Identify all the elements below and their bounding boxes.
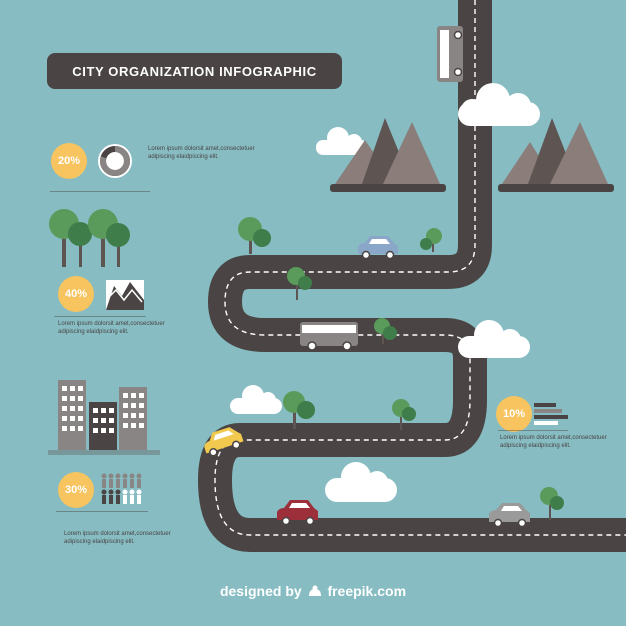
- mountain-icon: [498, 118, 614, 192]
- attribution: designed by freepik.com: [0, 583, 626, 599]
- car-icon: [489, 503, 530, 528]
- donut-chart-icon: [98, 144, 132, 178]
- divider: [498, 430, 568, 431]
- tree-icon: [420, 228, 442, 252]
- tree-icon: [287, 267, 312, 300]
- freepik-logo-icon: [308, 585, 321, 596]
- attribution-brand[interactable]: freepik.com: [327, 583, 407, 599]
- stat-description: Lorem ipsum dolorsit amet,consectetuer a…: [500, 435, 607, 449]
- mountain-icon: [330, 118, 446, 192]
- tree-icon: [283, 391, 315, 429]
- cloud-icon: [230, 385, 282, 414]
- trees-icon: [49, 209, 130, 267]
- stat-badge-10: 10%: [496, 396, 532, 432]
- stat-badge-40: 40%: [58, 276, 94, 312]
- cloud-icon: [316, 127, 368, 155]
- mountain-chart-icon: [106, 280, 144, 310]
- car-icon: [204, 427, 244, 457]
- stat-description: Lorem ipsum dolorsit amet,consectetuer a…: [58, 321, 165, 335]
- bar-chart-icon: [534, 403, 568, 425]
- cloud-icon: [458, 320, 530, 358]
- stat-description: Lorem ipsum dolorsit amet,consectetuer a…: [148, 146, 255, 160]
- divider: [50, 191, 150, 192]
- people-icon: [101, 473, 142, 504]
- stat-description: Lorem ipsum dolorsit amet,consectetuer a…: [64, 531, 171, 545]
- cloud-icon: [458, 83, 540, 126]
- tree-icon: [540, 487, 564, 520]
- bus-icon: [300, 322, 358, 351]
- buildings-icon: [48, 380, 160, 455]
- page-title: CITY ORGANIZATION INFOGRAPHIC: [47, 53, 342, 89]
- cloud-icon: [325, 462, 397, 502]
- stat-badge-30: 30%: [58, 472, 94, 508]
- attribution-prefix: designed by: [219, 583, 302, 599]
- bus-icon: [437, 26, 463, 82]
- car-icon: [358, 236, 398, 260]
- divider: [54, 316, 146, 317]
- stat-badge-20: 20%: [51, 143, 87, 179]
- tree-icon: [238, 217, 271, 254]
- tree-icon: [392, 399, 416, 430]
- tree-icon: [374, 318, 397, 344]
- car-icon: [277, 500, 318, 526]
- divider: [56, 511, 148, 512]
